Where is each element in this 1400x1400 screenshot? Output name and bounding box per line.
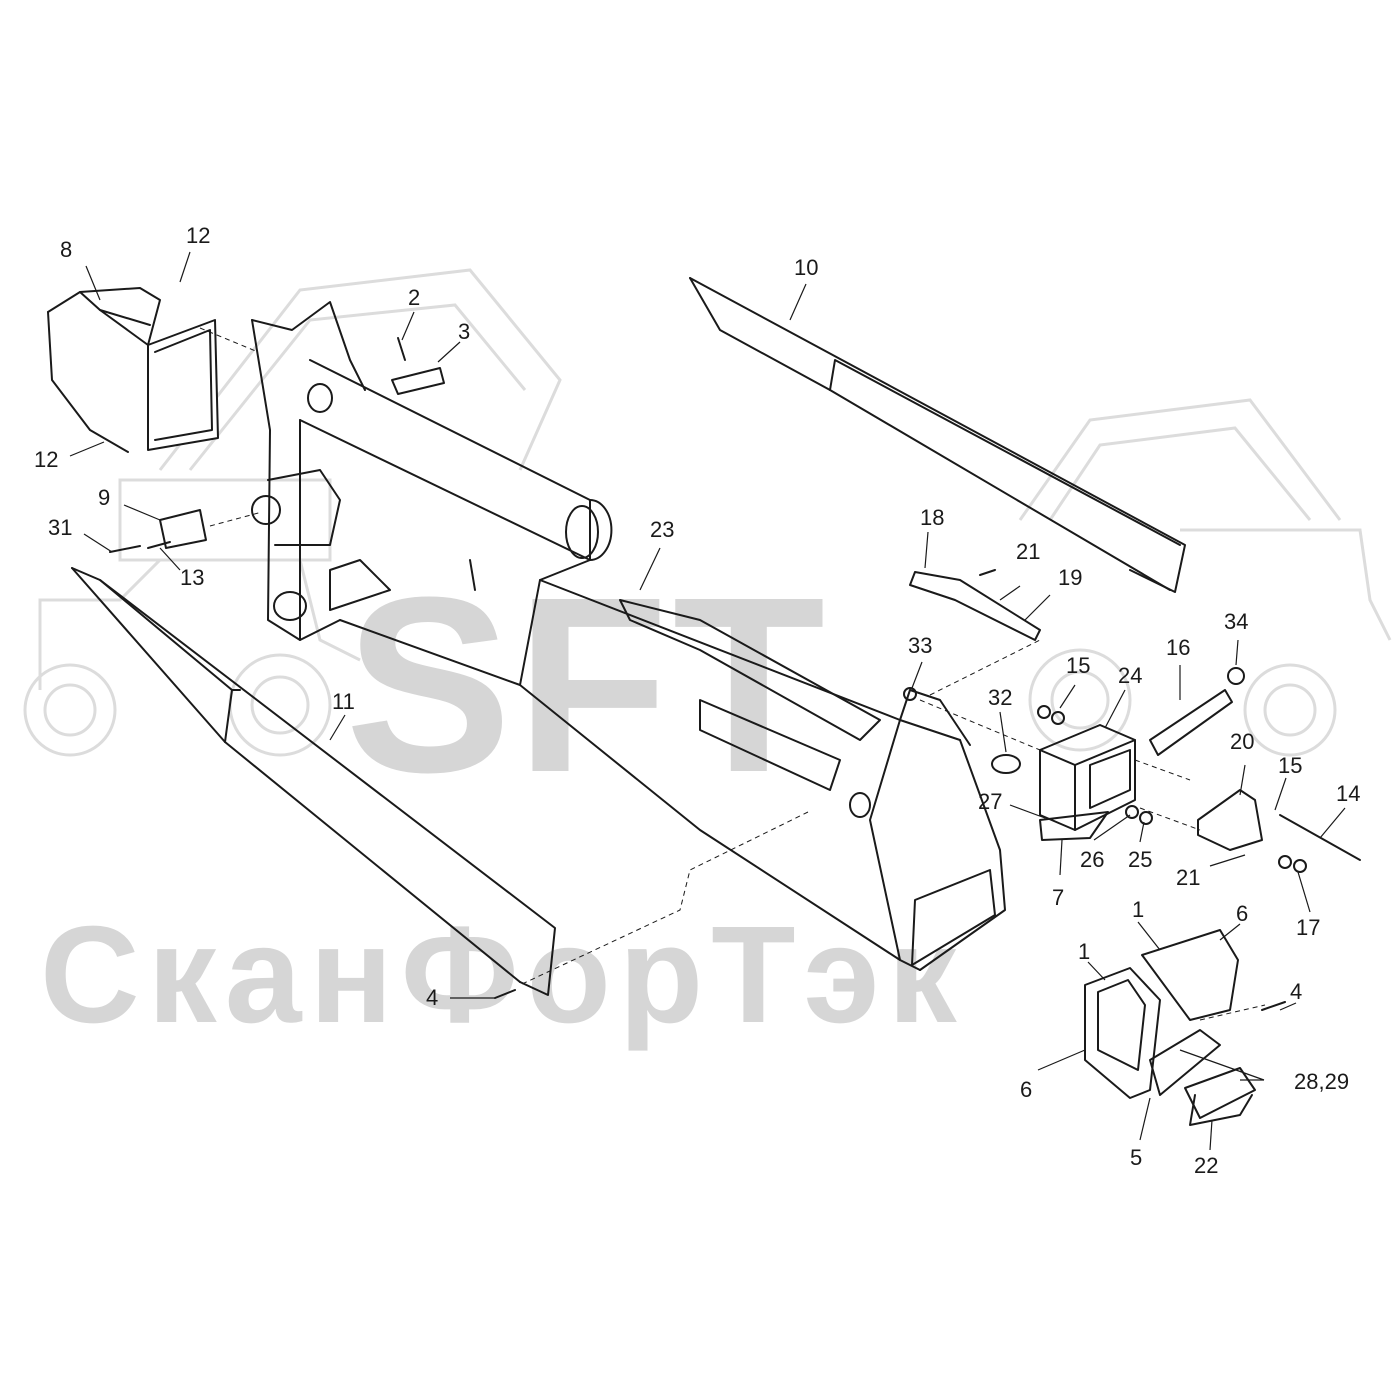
callout-7: 7 (1052, 885, 1065, 910)
callout-6: 6 (1236, 901, 1249, 926)
callout-32: 32 (988, 685, 1013, 710)
callout-11: 11 (332, 689, 355, 714)
callout-6: 6 (1020, 1077, 1033, 1102)
callout-26: 26 (1080, 847, 1105, 872)
callout-28-29: 28,29 (1294, 1069, 1350, 1094)
callout-16: 16 (1166, 635, 1191, 660)
callout-5: 5 (1130, 1145, 1143, 1170)
callout-15: 15 (1278, 753, 1303, 778)
callout-12: 12 (34, 447, 59, 472)
callout-9: 9 (98, 485, 111, 510)
callout-4: 4 (426, 985, 439, 1010)
callout-19: 19 (1058, 565, 1083, 590)
callout-1: 1 (1078, 939, 1091, 964)
callout-17: 17 (1296, 915, 1321, 940)
callout-24: 24 (1118, 663, 1143, 688)
watermark-brand: СканФорТэк (40, 898, 965, 1052)
callout-25: 25 (1128, 847, 1153, 872)
callout-23: 23 (650, 517, 675, 542)
callout-8: 8 (60, 237, 73, 262)
callout-20: 20 (1230, 729, 1255, 754)
part-11-lower-shield (71, 567, 556, 996)
callout-4: 4 (1290, 979, 1303, 1004)
callout-2: 2 (408, 285, 421, 310)
part-23-main-boom (251, 301, 1006, 971)
callout-27: 27 (978, 789, 1003, 814)
callout-31: 31 (48, 515, 73, 540)
part-10-upper-shield (689, 277, 1186, 593)
callout-1: 1 (1132, 897, 1145, 922)
callout-34: 34 (1224, 609, 1249, 634)
callout-15: 15 (1066, 653, 1091, 678)
callout-14: 14 (1336, 781, 1361, 806)
callout-21: 21 (1016, 539, 1041, 564)
part-8-cover (47, 287, 219, 453)
callout-13: 13 (180, 565, 205, 590)
callout-3: 3 (458, 319, 471, 344)
watermark-logo: SFT (345, 545, 830, 824)
callout-22: 22 (1194, 1153, 1219, 1178)
assembly-dash-lines (199, 327, 1266, 1021)
callout-10: 10 (794, 255, 819, 280)
leader-lines (69, 251, 1346, 1151)
callout-18: 18 (920, 505, 945, 530)
callout-33: 33 (908, 633, 933, 658)
callout-21: 21 (1176, 865, 1201, 890)
callout-12: 12 (186, 223, 211, 248)
